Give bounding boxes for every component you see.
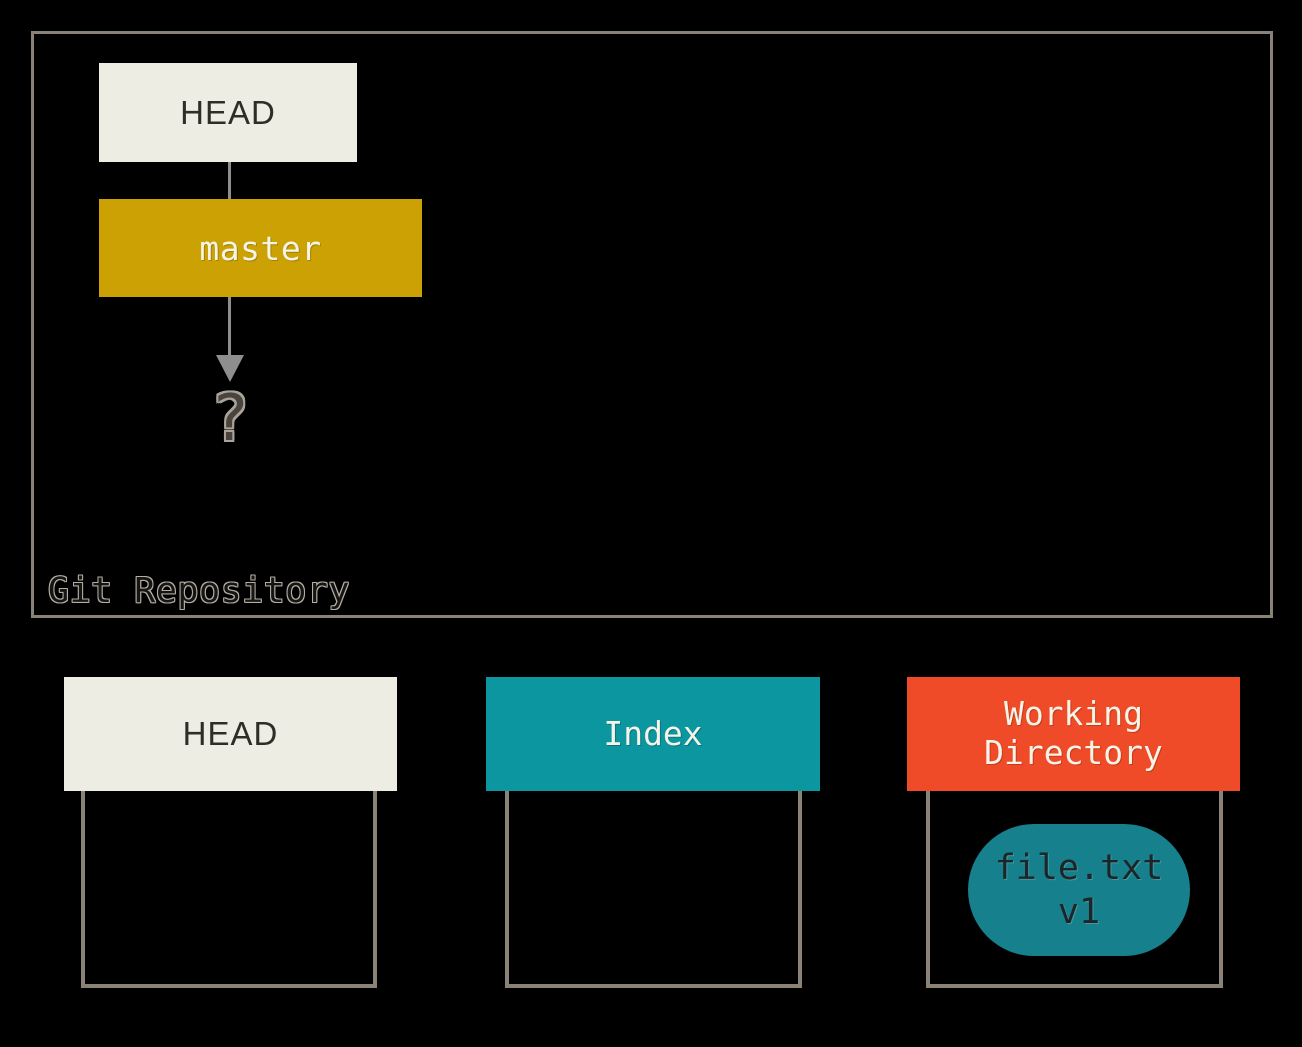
head-ref-label: HEAD (180, 93, 276, 131)
working-directory-column-label: Working Directory (984, 694, 1163, 772)
index-column-label: Index (603, 713, 703, 753)
master-arrow-line (228, 297, 231, 356)
index-column-header: Index (486, 677, 820, 791)
head-content-box (81, 791, 377, 988)
master-branch-label: master (199, 228, 322, 268)
master-branch-box: master (99, 199, 422, 297)
file-version-label: v1 (1057, 892, 1101, 932)
unknown-commit-question-mark: ? (210, 382, 250, 456)
working-directory-content-box (926, 791, 1223, 988)
working-directory-column-header: Working Directory (907, 677, 1240, 791)
git-repository-box: HEAD master ? Git Repository (31, 31, 1273, 618)
head-column-label: HEAD (182, 714, 279, 752)
head-to-master-connector (228, 162, 231, 199)
arrow-down-icon (216, 355, 244, 382)
file-txt-v1-node: file.txt v1 (968, 824, 1190, 956)
head-column-header: HEAD (64, 677, 397, 791)
git-repository-label: Git Repository (48, 571, 351, 611)
index-content-box (505, 791, 802, 988)
head-ref-box: HEAD (99, 63, 357, 162)
file-name-label: file.txt (994, 847, 1164, 888)
